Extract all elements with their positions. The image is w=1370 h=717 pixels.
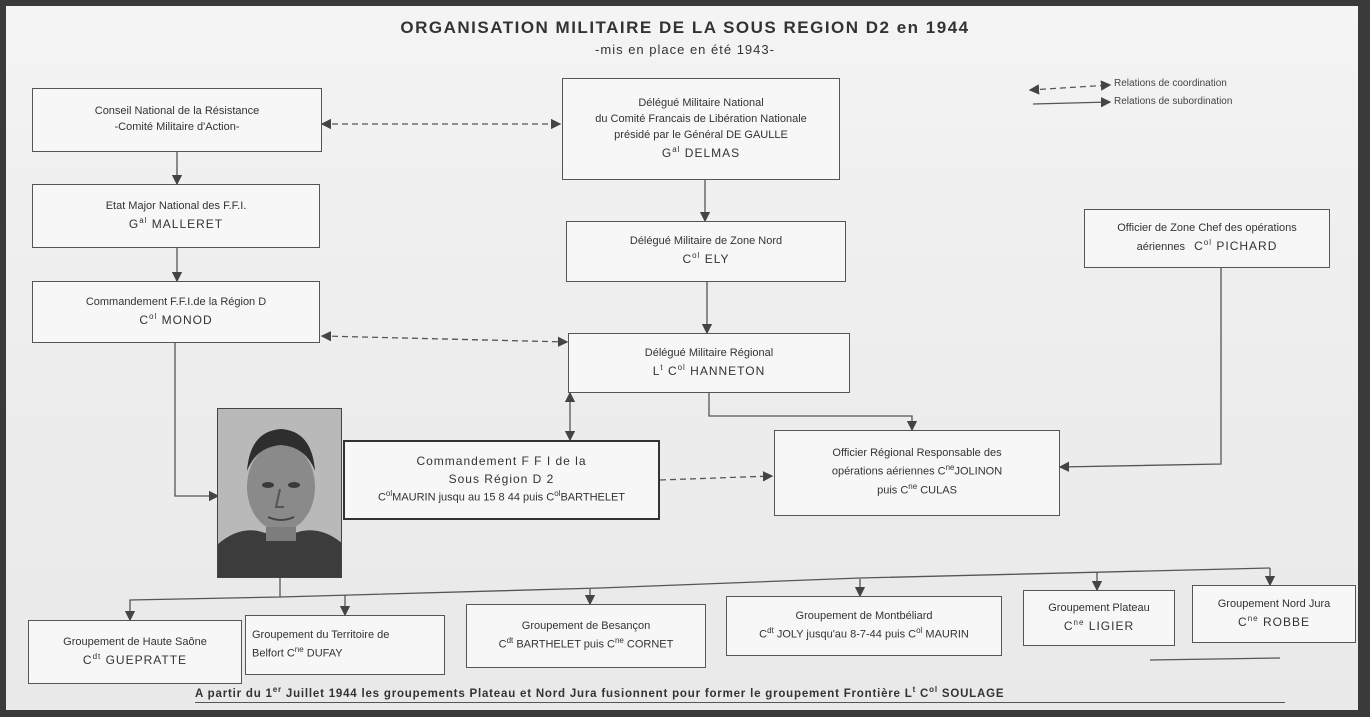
box-groupement-besancon: Groupement de Besançon Cdt BARTHELET pui… [466, 604, 706, 668]
footer-underline [195, 702, 1285, 703]
box-groupement-haute-saone: Groupement de Haute Saône Cdt GUEPRATTE [28, 620, 242, 684]
box-groupement-montbeliard: Groupement de Montbéliard Cdt JOLY jusqu… [726, 596, 1002, 656]
group-bus-top [279, 567, 1271, 598]
d2-orr-coordination [659, 471, 774, 482]
box-delegue-regional: Délégué Militaire Régional Lt Col HANNET… [568, 333, 850, 393]
box-groupement-nord-jura: Groupement Nord Jura Cne ROBBE [1192, 585, 1356, 643]
legend-dashed-line [1028, 80, 1112, 95]
merge-line [1149, 657, 1281, 661]
page-title: ORGANISATION MILITAIRE DE LA SOUS REGION… [400, 18, 970, 37]
box-groupement-belfort: Groupement du Territoire de Belfort Cne … [245, 615, 445, 675]
box-officier-regional: Officier Régional Responsable des opérat… [774, 430, 1060, 516]
region-d2-link [174, 343, 220, 502]
legend-solid-line [1032, 97, 1112, 108]
box-cnr: Conseil National de la Résistance -Comit… [32, 88, 322, 152]
legend-coordination: Relations de coordination [1114, 78, 1227, 89]
box-delegue-national: Délégué Militaire National du Comité Fra… [562, 78, 840, 180]
portrait-photo [217, 408, 342, 578]
box-groupement-plateau: Groupement Plateau Cne LIGIER [1023, 590, 1175, 646]
footer-note: A partir du 1er Juillet 1944 les groupem… [195, 685, 1005, 700]
box-commandement-d2: Commandement F F I de la Sous Région D 2… [343, 440, 660, 520]
box-delegue-zone-nord: Délégué Militaire de Zone Nord Col ELY [566, 221, 846, 282]
page-subtitle: -mis en place en été 1943- [595, 42, 775, 57]
box-etat-major: Etat Major National des F.F.I. Gal MALLE… [32, 184, 320, 248]
legend-subordination: Relations de subordination [1114, 96, 1233, 107]
group-bus [124, 578, 281, 622]
box-commandement-region-d: Commandement F.F.I.de la Région D Col MO… [32, 281, 320, 343]
dmr-orr-link [708, 393, 918, 432]
ozc-orr-link [1058, 268, 1222, 473]
region-dmr-coordination [320, 331, 569, 347]
box-officier-zone: Officier de Zone Chef des opérations aér… [1084, 209, 1330, 268]
